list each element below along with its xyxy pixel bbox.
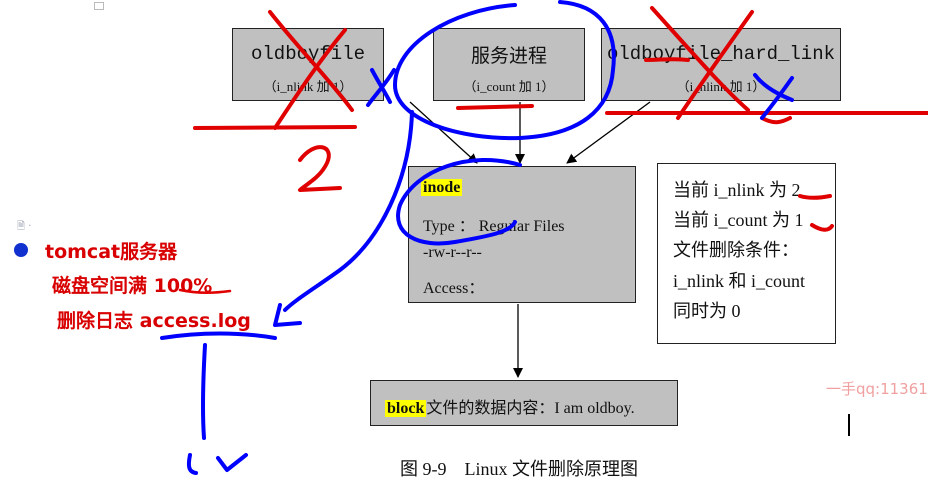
red-underline-process — [456, 104, 534, 110]
watermark: 一手qq:11361 — [826, 380, 928, 398]
blue-arrow-curve — [283, 110, 414, 312]
blue-underline-log — [160, 331, 277, 340]
red-annotations — [178, 6, 928, 294]
blue-mark-right-a — [753, 73, 794, 102]
blue-mark-bottom — [186, 453, 198, 475]
note-line-3-value: access.log — [139, 310, 251, 332]
inode-access-line: Access： — [423, 280, 485, 297]
service-process-title: 服务进程 — [470, 46, 547, 67]
red-underline-100 — [178, 288, 232, 294]
inode-box: inode Type ： Regular Files -rw-r--r-- Ac… — [408, 166, 636, 303]
red-cross-left-a — [268, 10, 354, 112]
inode-type-line: Type ： Regular Files — [423, 218, 565, 235]
blue-mark-left-b — [366, 68, 396, 107]
page-corner-mark — [94, 2, 104, 10]
document-icon: 🗎 · — [17, 221, 32, 232]
block-content: 文件的数据内容：I am oldboy. — [426, 400, 635, 417]
blue-checkmark — [216, 453, 248, 472]
red-strike-left — [193, 125, 357, 130]
blue-circle-process — [393, 0, 616, 141]
red-number-2 — [298, 145, 342, 192]
note-line-1: tomcat服务器 — [45, 241, 178, 263]
rule-line-4: i_nlink 和 i_count — [673, 271, 805, 291]
rule-line-5: 同时为 0 — [673, 301, 741, 321]
red-underline-hardlink — [644, 57, 690, 62]
blue-mark-right-b — [760, 76, 794, 120]
rule-line-2: 当前 i_count 为 1 — [673, 210, 804, 230]
service-process-box: 服务进程 （i_count 加 1） — [433, 28, 585, 101]
blue-vertical-line — [200, 343, 207, 440]
arrow-file-to-inode — [409, 101, 478, 164]
inode-label-row: inode — [421, 179, 463, 197]
note-line-3-prefix: 删除日志 — [57, 310, 140, 332]
red-underline-rule-1 — [798, 194, 832, 200]
deletion-rules-box: 当前 i_nlink 为 2 当前 i_count 为 1 文件删除条件： i_… — [657, 163, 836, 344]
rule-line-1: 当前 i_nlink 为 2 — [673, 180, 801, 200]
rule-line-3: 文件删除条件： — [673, 240, 799, 260]
note-line-2-prefix: 磁盘空间满 — [52, 275, 154, 297]
red-cross-right-a — [650, 6, 750, 112]
inode-perm-line: -rw-r--r-- — [423, 244, 482, 261]
note-line-2: 磁盘空间满 100% — [52, 271, 212, 298]
red-cross-left-b — [273, 28, 347, 130]
blue-bullet-icon — [14, 243, 28, 257]
red-cross-right-b — [676, 10, 754, 120]
note-line-3: 删除日志 access.log — [57, 306, 251, 333]
oldboyfile-box: oldboyfile （i_nlink 加 1） — [232, 28, 384, 101]
blue-annotations — [160, 0, 794, 475]
inode-label: inode — [421, 179, 463, 196]
blue-circle-inode — [396, 157, 522, 246]
diagram-arrows — [409, 101, 651, 378]
block-label: block — [385, 400, 427, 417]
oldboyfile-title: oldboyfile — [250, 43, 366, 65]
text-cursor — [848, 414, 850, 436]
red-squiggle-right — [760, 116, 792, 125]
figure-caption: 图 9-9 Linux 文件删除原理图 — [400, 459, 638, 479]
blue-arrow-head — [273, 303, 302, 327]
red-underline-rule-2 — [810, 223, 834, 232]
service-process-sub: （i_count 加 1） — [463, 79, 555, 94]
